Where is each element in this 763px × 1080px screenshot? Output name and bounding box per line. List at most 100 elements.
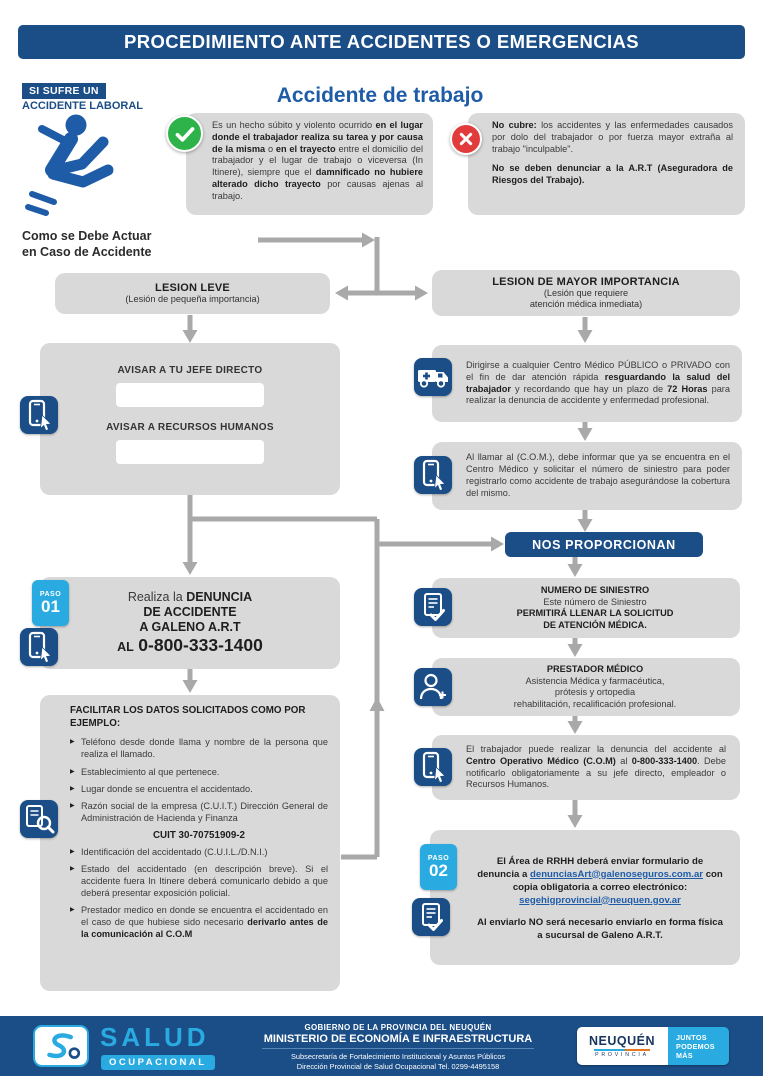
ocupacional-wordmark: OCUPACIONAL xyxy=(101,1055,215,1070)
prestador-line1: Asistencia Médica y farmacéutica, xyxy=(525,675,665,686)
paso-02-badge: PASO 02 xyxy=(420,844,457,890)
not-covered-note: No se deben denunciar a la A.R.T (Asegur… xyxy=(492,163,733,186)
com-text: Al llamar al (C.O.M.), debe informar que… xyxy=(466,452,730,498)
paso-01-label: PASO xyxy=(39,591,62,598)
avisar-jefe-label: AVISAR A TU JEFE DIRECTO xyxy=(117,365,263,376)
government-block: GOBIERNO DE LA PROVINCIA DEL NEUQUÉN MIN… xyxy=(248,1023,548,1072)
realiza-line2: DE ACCIDENTE xyxy=(143,605,237,619)
facilitar-item: Identificación del accidentado (C.U.I.L.… xyxy=(70,847,328,859)
neuquen-name: NEUQUÉN xyxy=(588,1033,655,1048)
facilitar-item: Teléfono desde donde llama y nombre de l… xyxy=(70,737,328,761)
lesion-mayor-subtitle1: (Lesión que requiere xyxy=(543,288,629,299)
avisar-box: AVISAR A TU JEFE DIRECTO AVISAR A RECURS… xyxy=(40,343,340,495)
phone-icon xyxy=(414,456,452,494)
magnifier-document-icon xyxy=(20,800,58,838)
section-title: Accidente de trabajo xyxy=(276,84,484,107)
rrhh-formulario-text: El Área de RRHH deberá enviar formulario… xyxy=(477,855,723,906)
lesion-mayor-subtitle2: atención médica inmediata) xyxy=(529,299,643,309)
province-brand: NEUQUÉN PROVINCIA JUNTOS PODEMOS MÁS xyxy=(577,1027,729,1065)
realiza-phone-line: AL 0-800-333-1400 xyxy=(117,635,263,656)
realiza-phone-prefix: AL xyxy=(117,640,134,654)
phone-icon xyxy=(414,748,452,786)
accident-label-line1: SI SUFRE UN xyxy=(22,83,106,99)
check-icon xyxy=(166,115,203,152)
cuit-number: CUIT 30-70751909-2 xyxy=(152,830,246,842)
lesion-leve-box: LESION LEVE (Lesión de pequeña importanc… xyxy=(55,273,330,314)
realiza-line1: Realiza la DENUNCIA xyxy=(127,590,253,604)
facilitar-item: Prestador medico en donde se encuentra e… xyxy=(70,905,328,940)
paso-01-badge: PASO 01 xyxy=(32,580,69,626)
gov-line2: MINISTERIO DE ECONOMÍA E INFRAESTRUCTURA xyxy=(263,1033,533,1045)
page-title: PROCEDIMIENTO ANTE ACCIDENTES O EMERGENC… xyxy=(123,31,640,52)
provincia-label: PROVINCIA xyxy=(595,1052,649,1059)
gov-line1: GOBIERNO DE LA PROVINCIA DEL NEUQUÉN xyxy=(304,1023,492,1032)
facilitar-item: Establecimiento al que pertenece. xyxy=(70,767,328,779)
gov-line4: Dirección Provincial de Salud Ocupaciona… xyxy=(296,1061,500,1071)
footer-bar: SALUD OCUPACIONAL GOBIERNO DE LA PROVINC… xyxy=(0,1016,763,1076)
header-banner: PROCEDIMIENTO ANTE ACCIDENTES O EMERGENC… xyxy=(18,25,745,59)
covered-definition-box: Es un hecho súbito y violento ocurrido e… xyxy=(186,113,433,215)
prestador-title: PRESTADOR MÉDICO xyxy=(546,664,644,674)
x-icon xyxy=(450,123,482,155)
not-covered-box: No cubre: los accidentes y las enfermeda… xyxy=(468,113,745,215)
facilitar-list: Teléfono desde donde llama y nombre de l… xyxy=(70,737,328,940)
prestador-line2: prótesis y ortopedia xyxy=(554,687,636,697)
prestador-line3: rehabilitación, recalificación profesion… xyxy=(513,698,677,709)
numero-siniestro-box: NUMERO DE SINIESTRO Este número de Sinie… xyxy=(432,578,740,638)
slogan-line1: JUNTOS xyxy=(676,1032,707,1042)
so-logo-icon xyxy=(47,1033,81,1059)
facilitar-title: FACILITAR LOS DATOS SOLICITADOS COMO POR… xyxy=(70,705,306,729)
centro-medico-text: Dirigirse a cualquier Centro Médico PÚBL… xyxy=(466,359,730,406)
recursos-humanos-blank[interactable] xyxy=(116,440,264,464)
facilitar-item: Estado del accidentado (en descripción b… xyxy=(70,864,328,899)
avisar-rrhh-label: AVISAR A RECURSOS HUMANOS xyxy=(106,422,274,433)
realiza-phone-number: 0-800-333-1400 xyxy=(138,635,263,655)
phone-icon xyxy=(20,396,58,434)
doctor-icon xyxy=(414,668,452,706)
numero-siniestro-line1: Este número de Siniestro xyxy=(543,596,647,607)
covered-text: Es un hecho súbito y violento ocurrido e… xyxy=(212,120,424,201)
flow-start-line2: en Caso de Accidente xyxy=(22,244,152,259)
paso-02-label: PASO xyxy=(427,855,450,862)
document-check-icon xyxy=(414,588,452,626)
facilitar-datos-box: FACILITAR LOS DATOS SOLICITADOS COMO POR… xyxy=(40,695,340,991)
flow-start-line1: Como se Debe Actuar xyxy=(22,229,152,243)
numero-siniestro-title: NUMERO DE SINIESTRO xyxy=(540,585,650,595)
document-check-icon xyxy=(412,898,450,936)
lesion-leve-subtitle: (Lesión de pequeña importancia) xyxy=(125,294,260,305)
slogan-line3: MÁS xyxy=(676,1050,693,1060)
realiza-line3: A GALENO A.R.T xyxy=(139,620,241,634)
realiza-denuncia-box: Realiza la DENUNCIA DE ACCIDENTE A GALEN… xyxy=(40,577,340,669)
flow-start-label: Como se Debe Actuar en Caso de Accidente xyxy=(22,229,151,260)
facilitar-item: Lugar donde se encuentra el accidentado. xyxy=(70,784,328,796)
not-covered-text: No cubre: los accidentes y las enfermeda… xyxy=(492,120,733,154)
falling-person-icon xyxy=(20,112,125,224)
jefe-directo-blank[interactable] xyxy=(116,383,264,407)
nos-proporcionan-label: NOS PROPORCIONAN xyxy=(532,537,676,552)
paso-02-number: 02 xyxy=(429,861,448,880)
lesion-leve-title: LESION LEVE xyxy=(155,282,230,295)
salud-ocupacional-logo xyxy=(33,1025,89,1067)
lesion-mayor-box: LESION DE MAYOR IMPORTANCIA (Lesión que … xyxy=(432,270,740,316)
accident-label-line2: ACCIDENTE LABORAL xyxy=(22,100,143,112)
phone-icon xyxy=(20,628,58,666)
slogan-line2: PODEMOS xyxy=(676,1041,715,1051)
prestador-medico-box: PRESTADOR MÉDICO Asistencia Médica y far… xyxy=(432,658,740,716)
trabajador-denuncia-box: El trabajador puede realizar la denuncia… xyxy=(432,735,740,800)
trabajador-denuncia-text: El trabajador puede realizar la denuncia… xyxy=(466,743,726,790)
ambulance-icon xyxy=(414,358,452,396)
numero-siniestro-line2: PERMITIRÁ LLENAR LA SOLICITUD xyxy=(516,608,674,618)
centro-medico-box: Dirigirse a cualquier Centro Médico PÚBL… xyxy=(432,345,742,422)
numero-siniestro-line3: DE ATENCIÓN MÉDICA. xyxy=(543,619,647,630)
paso-01-number: 01 xyxy=(41,597,60,616)
nos-proporcionan-banner: NOS PROPORCIONAN xyxy=(505,532,703,557)
email-link[interactable]: denunciasArt@galenoseguros.com.ar xyxy=(530,868,704,880)
gov-line3: Subsecretaría de Fortalecimiento Institu… xyxy=(290,1052,506,1061)
gov-divider xyxy=(262,1048,534,1049)
email-link[interactable]: segehigprovincial@neuquen.gov.ar xyxy=(519,894,681,906)
rrhh-formulario-box: El Área de RRHH deberá enviar formulario… xyxy=(430,830,740,965)
brand-wave-icon xyxy=(594,1048,650,1052)
com-box: Al llamar al (C.O.M.), debe informar que… xyxy=(432,442,742,510)
